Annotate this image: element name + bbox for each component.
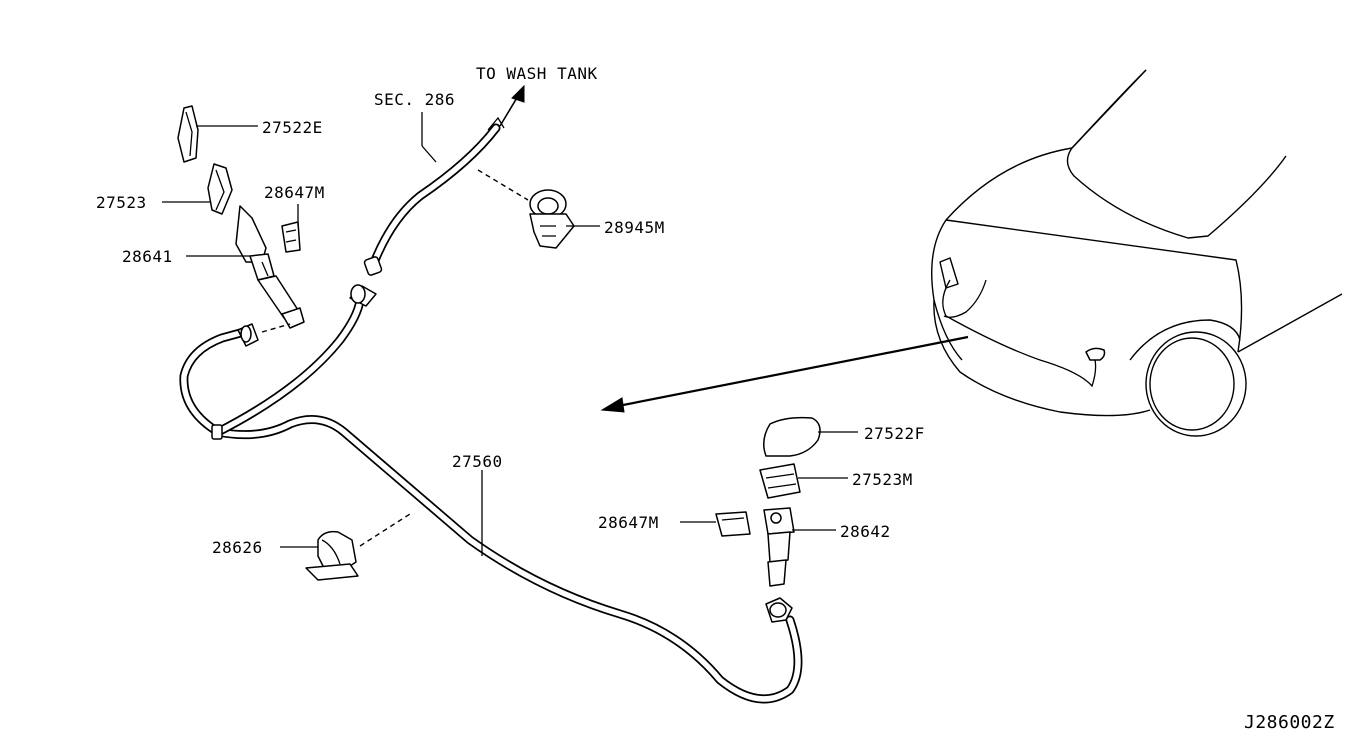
- part-label-27523: 27523: [96, 193, 147, 212]
- part-label-27522e: 27522E: [262, 118, 323, 137]
- part-label-28647m-lower: 28647M: [598, 513, 659, 532]
- part-28642-nozzle: [763, 507, 795, 587]
- part-28647m-upper-clip: [281, 221, 301, 253]
- part-27522f-cover: [763, 416, 821, 457]
- vehicle-outline: [931, 69, 1343, 437]
- part-label-28945m: 28945M: [604, 218, 665, 237]
- part-27523-bracket: [207, 163, 233, 215]
- diagram-id: J286002Z: [1244, 712, 1335, 733]
- hose-sec-286: [367, 123, 501, 273]
- wash-tank-arrow: [487, 84, 525, 131]
- part-label-27522f: 27522F: [864, 424, 925, 443]
- part-label-28626: 28626: [212, 538, 263, 557]
- part-label-28642: 28642: [840, 522, 891, 541]
- dashed-guides: [261, 169, 529, 547]
- leader-lines: [162, 112, 858, 556]
- part-28647m-lower-clip: [715, 511, 751, 537]
- hose-joint: [211, 424, 223, 440]
- reference-arrow: [600, 335, 969, 413]
- part-label-28641: 28641: [122, 247, 173, 266]
- part-27523m-bracket: [759, 463, 801, 499]
- part-28945m-clip: [529, 189, 575, 249]
- hose-connectors: [237, 256, 793, 623]
- part-label-27560: 27560: [452, 452, 503, 471]
- part-28626-clip: [305, 530, 359, 581]
- to-wash-tank-label: TO WASH TANK: [476, 64, 598, 83]
- part-28641-nozzle: [235, 205, 305, 329]
- part-27522e-cap: [177, 105, 199, 163]
- part-label-28647m-upper: 28647M: [264, 183, 325, 202]
- sec-286-label: SEC. 286: [374, 90, 455, 109]
- hose-27560: [179, 295, 803, 704]
- part-label-27523m: 27523M: [852, 470, 913, 489]
